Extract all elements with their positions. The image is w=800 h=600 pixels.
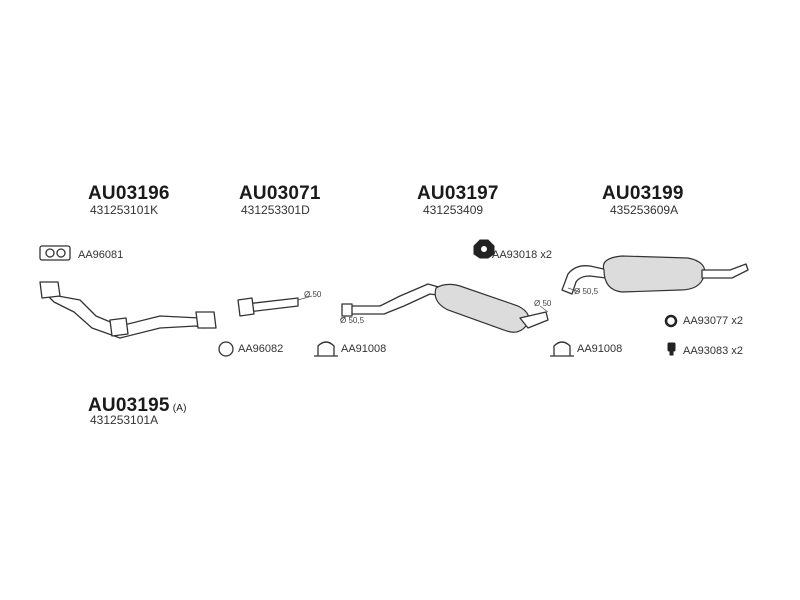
dimension-label: Ø 50: [304, 290, 322, 299]
oe-number-3: 431253409: [423, 203, 484, 217]
gasket-icon: [39, 245, 71, 261]
variant-note: (A): [172, 403, 187, 414]
bolt-icon: [667, 342, 676, 356]
dimension-label: Ø 50,5: [574, 287, 599, 296]
ring-icon: [664, 314, 678, 328]
clamp-icon: [550, 341, 574, 357]
accessory-bolt-label[interactable]: AA93083 x2: [683, 345, 743, 357]
accessory-clamp-label[interactable]: AA91008: [341, 343, 387, 355]
rubber-mount-icon: [473, 239, 495, 259]
rear-silencer-drawing: [561, 255, 749, 295]
oe-number-1: 431253101K: [90, 203, 159, 217]
intermediate-pipe-drawing: [237, 297, 299, 317]
middle-silencer-drawing: [341, 283, 549, 333]
part-number-1[interactable]: AU03196: [88, 183, 170, 204]
ring-icon: [218, 341, 234, 357]
accessory-ring-label[interactable]: AA96082: [238, 343, 284, 355]
oe-number-4: 435253609A: [610, 203, 679, 217]
part-number-3[interactable]: AU03197: [417, 183, 499, 204]
accessory-clamp-label[interactable]: AA91008: [577, 343, 623, 355]
oe-number-5: 431253101A: [90, 413, 159, 427]
accessory-gasket-label[interactable]: AA96081: [78, 249, 124, 261]
dimension-label: Ø 50,5: [340, 316, 365, 325]
front-pipe-drawing: [39, 281, 217, 339]
clamp-icon: [314, 341, 338, 357]
part-number-4[interactable]: AU03199: [602, 183, 684, 204]
accessory-ring-label[interactable]: AA93077 x2: [683, 315, 743, 327]
part-number-5[interactable]: AU03195(A): [88, 395, 187, 416]
oe-number-2: 431253301D: [241, 203, 310, 217]
dimension-label: Ø 50: [534, 299, 552, 308]
part-number-2[interactable]: AU03071: [239, 183, 321, 204]
accessory-rubber-mount-label[interactable]: AA93018 x2: [492, 249, 552, 261]
